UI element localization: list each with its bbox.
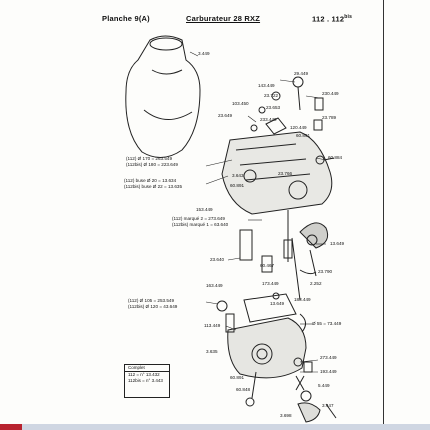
part-label: 3.447 [322,403,334,408]
viewer-bottom-bar [0,424,430,430]
part-label: 23.789 [322,115,337,120]
variant-note: (112) buse Ø 20 = 13.634(112bis) buse Ø … [124,178,183,189]
part-label: 193.449 [320,369,337,374]
table-row: 112 = n° 13.432 [128,372,160,377]
part-label: 23.653 [266,105,281,110]
part-label: 230.449 [322,91,339,96]
plate-number: Planche 9(A) [102,14,150,23]
part-label: 183.449 [294,297,311,302]
part-label: 60.891 [296,133,311,138]
flange [243,293,297,323]
part-label: 23.766 [278,171,293,176]
viewer-red-tab [0,424,22,430]
carburetor-body [221,131,333,215]
part-label: 23.640 [210,257,225,262]
part-label: 153.449 [196,207,213,212]
part-label: 3.449 [198,51,210,56]
variant-note: (112) marqué 2 = 273.649(112bis) marqué … [172,216,229,227]
part-label: 103.450 [232,101,249,106]
plate-reference: 112 . 112bis [312,14,353,24]
table-title: Complet [125,365,169,372]
part-label: 60.884 [328,155,343,160]
part-label: 113.449 [204,323,221,328]
drain-banjo [297,402,321,423]
part-label: 23.722 [264,93,279,98]
page-edge-line [383,0,384,425]
part-label: 13.649 [330,241,345,246]
part-label: 13.649 [270,301,285,306]
part-label: 2.252 [310,281,322,286]
part-label: 233.449 [260,117,277,122]
part-label: 23.649 [218,113,233,118]
part-label: 60.891 [230,375,245,380]
part-label: 60.848 [236,387,251,392]
part-label: 163.449 [206,283,223,288]
throttle-body [227,317,307,379]
part-label: 60.467 [260,263,275,268]
variant-note: (112) Ø 105 = 253.549(112bis) Ø 120 = 43… [128,298,178,309]
float-bowl [125,35,201,158]
part-label: Ø 55 = 73.449 [312,321,342,326]
part-label: 29.449 [294,71,309,76]
part-label: 143.449 [258,83,275,88]
part-label: 173.449 [262,281,279,286]
table-row: 112bis = n° 3.443 [128,378,163,383]
part-label: 60.891 [230,183,245,188]
part-label: 23.790 [318,269,333,274]
part-label: 3.643 [232,173,244,178]
part-label: 120.449 [290,125,307,130]
part-label: 3.698 [280,413,292,418]
complete-assembly-table: Complet 112 = n° 13.432 112bis = n° 3.44… [124,364,170,398]
part-label: 273.449 [320,355,337,360]
part-label: 3.635 [206,349,218,354]
part-label: 5.449 [318,383,330,388]
variant-note: (112) Ø 170 = 263.549(112bis) Ø 180 = 22… [126,156,178,167]
plate-title: Carburateur 28 RXZ [186,14,261,23]
bowl-neck [149,37,183,51]
